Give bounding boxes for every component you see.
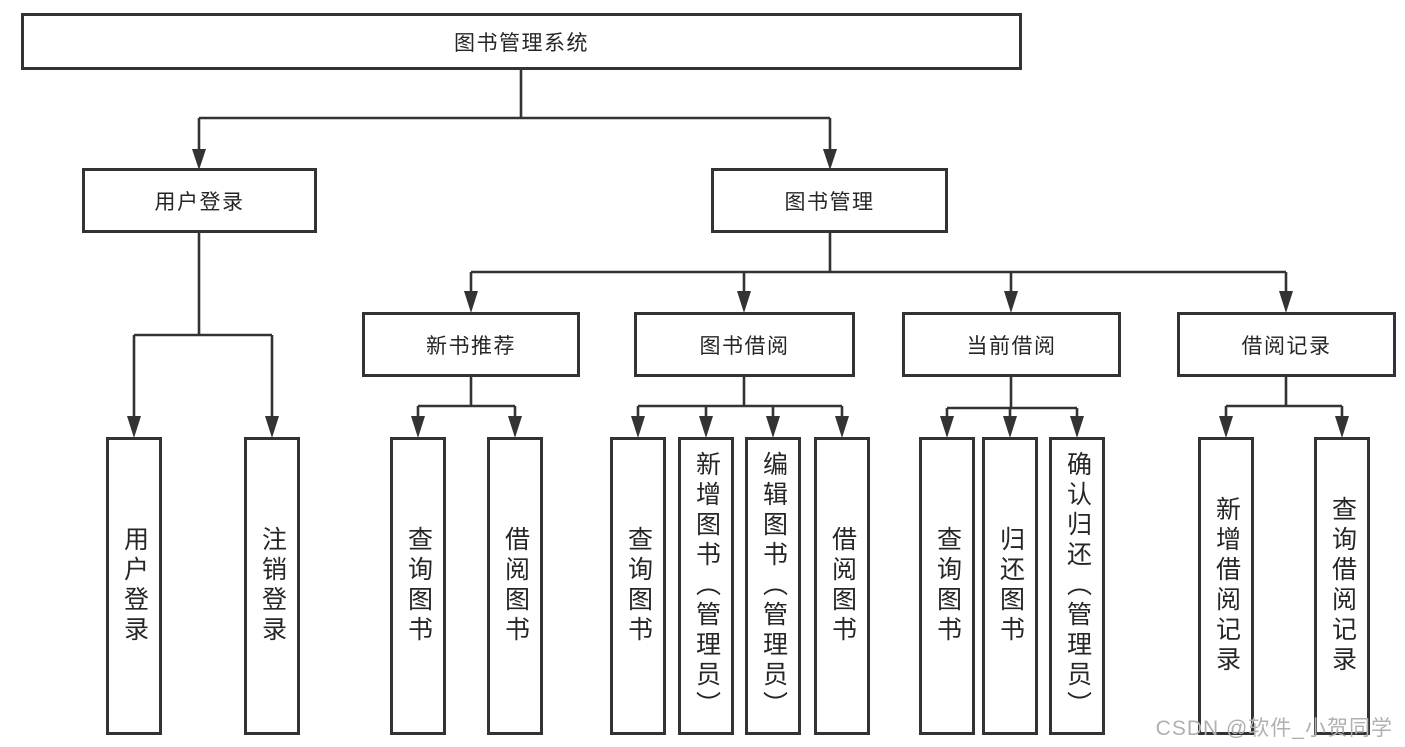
leaf-label: 确认归还（管理员） [1063, 451, 1092, 721]
node-root-label: 图书管理系统 [454, 31, 589, 55]
leaf-logout: 注销登录 [244, 437, 300, 735]
arrowhead-icon [631, 416, 849, 438]
arrowhead-icon [127, 416, 279, 438]
connector-borrow-records-children [1219, 377, 1349, 438]
connector-line [945, 377, 1079, 420]
connector-line [197, 70, 832, 152]
connector-user-login-children [127, 233, 279, 438]
leaf-label: 归还图书 [996, 526, 1025, 646]
leaf-label: 新增图书（管理员） [692, 451, 721, 721]
node-borrow-records-label: 借阅记录 [1241, 334, 1332, 358]
csdn-watermark: CSDN @软件_小贺同学 [1155, 717, 1393, 740]
arrowhead-icon [411, 416, 522, 438]
connector-line [132, 233, 274, 419]
connector-line [469, 233, 1288, 294]
node-root: 图书管理系统 [21, 13, 1022, 70]
leaf-label: 编辑图书（管理员） [759, 451, 788, 721]
leaf-edit-books-admin: 编辑图书（管理员） [745, 437, 801, 735]
connector-line [416, 377, 517, 419]
connector-book-management-children [464, 233, 1293, 313]
node-current-borrow-label: 当前借阅 [966, 334, 1057, 358]
leaf-label: 新增借阅记录 [1212, 496, 1241, 676]
leaf-add-borrow-record: 新增借阅记录 [1198, 437, 1254, 735]
arrowhead-icon [192, 149, 837, 170]
leaf-confirm-return-admin: 确认归还（管理员） [1049, 437, 1105, 735]
leaf-query-books-borrow: 查询图书 [610, 437, 666, 735]
connector-current-borrow-children [940, 377, 1084, 438]
leaf-user-login: 用户登录 [106, 437, 162, 735]
connector-book-borrow-children [631, 377, 849, 438]
leaf-borrow-books: 借阅图书 [814, 437, 870, 735]
leaf-add-books-admin: 新增图书（管理员） [678, 437, 734, 735]
leaf-label: 借阅图书 [501, 526, 530, 646]
connector-new-book-children [411, 377, 522, 438]
leaf-label: 借阅图书 [828, 526, 857, 646]
leaf-return-books: 归还图书 [982, 437, 1038, 735]
node-book-borrow-label: 图书借阅 [699, 334, 790, 358]
node-user-login: 用户登录 [82, 168, 317, 233]
arrowhead-icon [1219, 416, 1349, 438]
connector-line [636, 377, 844, 419]
connector-line [1224, 377, 1344, 419]
leaf-label: 查询图书 [933, 526, 962, 646]
arrowhead-icon [464, 291, 1293, 313]
node-book-management-label: 图书管理 [784, 190, 875, 214]
leaf-query-books-current: 查询图书 [919, 437, 975, 735]
leaf-label: 注销登录 [258, 526, 287, 646]
leaf-label: 查询借阅记录 [1328, 496, 1357, 676]
node-current-borrow: 当前借阅 [902, 312, 1121, 377]
leaf-label: 查询图书 [624, 526, 653, 646]
leaf-label: 查询图书 [404, 526, 433, 646]
leaf-borrow-books-recommend: 借阅图书 [487, 437, 543, 735]
connector-root-to-level2 [192, 70, 837, 170]
node-borrow-records: 借阅记录 [1177, 312, 1396, 377]
arrowhead-icon [940, 416, 1084, 438]
node-new-book-recommend-label: 新书推荐 [426, 334, 516, 358]
node-book-management: 图书管理 [711, 168, 948, 233]
node-user-login-label: 用户登录 [154, 190, 245, 214]
leaf-label: 用户登录 [120, 526, 149, 646]
node-book-borrow: 图书借阅 [634, 312, 855, 377]
leaf-query-borrow-record: 查询借阅记录 [1314, 437, 1370, 735]
leaf-query-books-recommend: 查询图书 [390, 437, 446, 735]
node-new-book-recommend: 新书推荐 [362, 312, 580, 377]
